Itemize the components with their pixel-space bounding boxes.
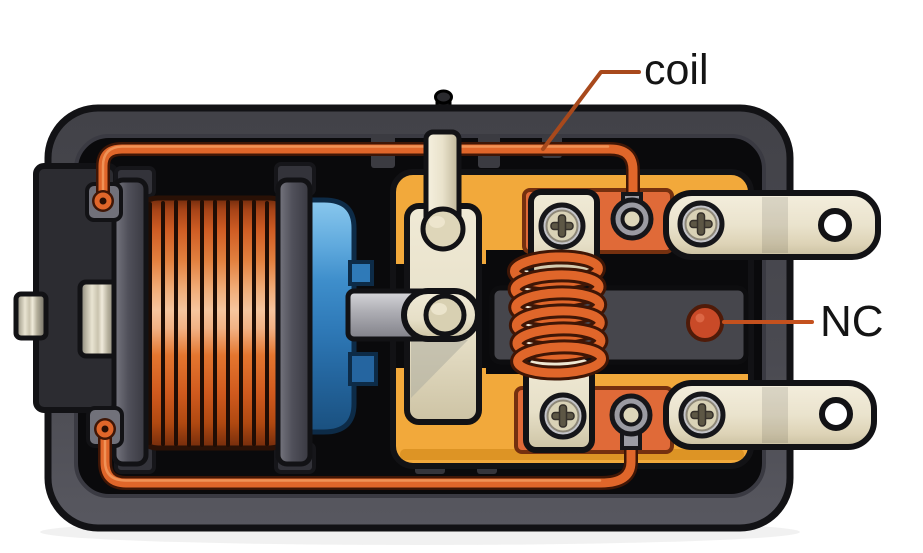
coil-leader-line — [541, 70, 641, 151]
coil-assembly — [111, 162, 378, 474]
coil-winding-ribs — [148, 200, 269, 447]
screw — [542, 395, 584, 437]
screw — [541, 205, 583, 247]
armature-rivet-lower — [423, 293, 467, 337]
coil-lead-wires — [85, 142, 640, 490]
bobbin-tab-upper — [348, 260, 374, 286]
coil-label-text: coil — [644, 46, 709, 94]
nc-contact-dot — [686, 304, 724, 342]
armature-rivet-upper — [420, 206, 466, 252]
label-nc: NC — [722, 297, 884, 346]
terminal-hole — [819, 397, 853, 431]
contact-spring-assembly — [506, 189, 610, 453]
armature-assembly — [345, 129, 482, 425]
screw — [680, 203, 722, 245]
return-spring — [506, 249, 610, 381]
wire-end-loop — [92, 190, 114, 212]
coil-flange-right — [275, 177, 313, 467]
wire-end-loop — [94, 418, 116, 440]
coil-ring-terminal-upper — [613, 192, 651, 238]
terminal-hole — [818, 208, 852, 242]
bobbin-tab-lower — [348, 352, 378, 386]
coil-flange-left — [111, 177, 149, 467]
coil-ring-terminal-lower — [612, 396, 650, 450]
label-coil: coil — [541, 46, 709, 151]
nc-label-text: NC — [820, 297, 884, 346]
left-mount-block — [13, 163, 123, 413]
stud-tip — [13, 291, 49, 341]
screw — [681, 394, 723, 436]
